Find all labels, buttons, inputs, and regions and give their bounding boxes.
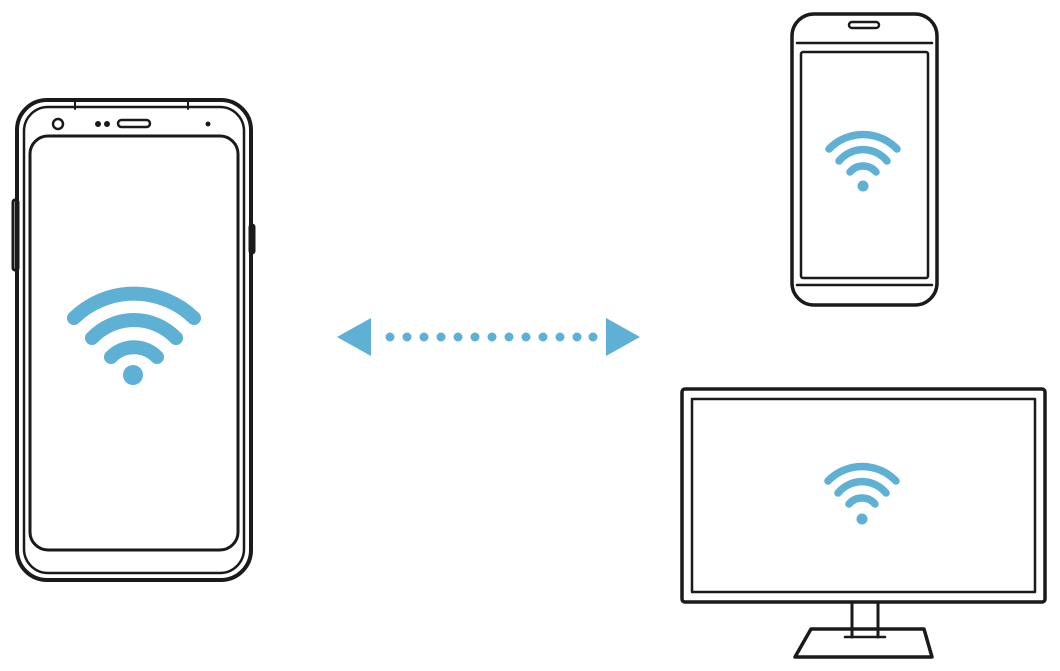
wifi-icon [825, 130, 901, 192]
wifi-icon [67, 286, 201, 385]
monitor-stand-base [793, 627, 934, 659]
double-arrow-icon [337, 318, 640, 356]
main-phone-camera [51, 117, 65, 131]
main-phone-screen [28, 134, 240, 552]
secondary-phone-body [790, 12, 939, 307]
arrow-head-left [337, 318, 371, 356]
wifi-icon [824, 462, 900, 525]
main-phone-speaker [116, 118, 152, 129]
secondary-phone [790, 12, 939, 307]
main-phone [11, 98, 256, 582]
dotted-line [385, 332, 598, 342]
main-phone-sensor-3 [205, 121, 211, 127]
main-phone-sensor-2 [104, 121, 110, 127]
main-phone-sensor-1 [95, 121, 101, 127]
main-phone-body [15, 98, 253, 582]
monitor [680, 387, 1047, 659]
secondary-phone-screen [799, 50, 930, 280]
monitor-frame [680, 387, 1047, 604]
monitor-stand-neck [850, 600, 880, 639]
monitor-screen [690, 397, 1037, 594]
main-phone-inner-rim [22, 105, 246, 575]
arrow-head-right [606, 318, 640, 356]
secondary-phone-speaker [847, 20, 881, 30]
